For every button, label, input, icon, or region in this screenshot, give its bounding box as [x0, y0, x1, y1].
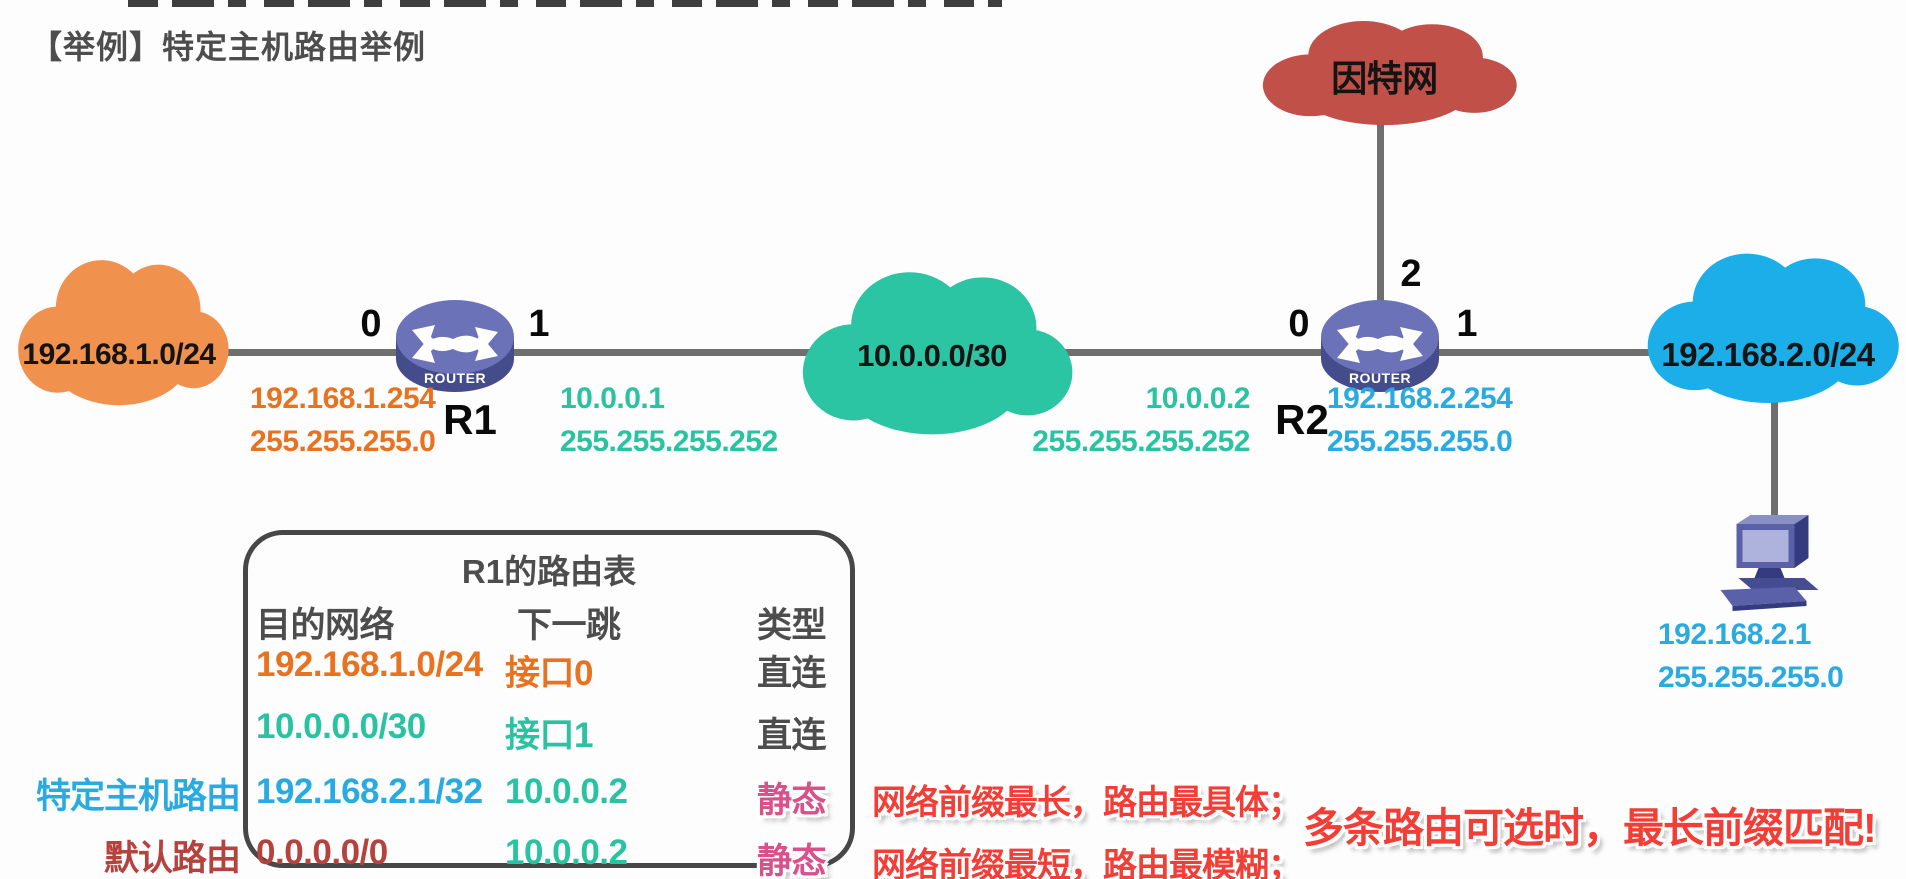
column-header-type: 类型 [757, 606, 827, 645]
cell-type: 直连 [757, 716, 827, 755]
cloud-icon [1647, 253, 1899, 403]
subnet-mask: 255.255.255.0 [1327, 425, 1513, 458]
cell-destination: 0.0.0.0/0 [256, 833, 388, 872]
ip-address: 10.0.0.2 [1145, 382, 1251, 415]
cell-destination: 10.0.0.0/30 [256, 707, 426, 746]
annotation-shortest-prefix: 网络前缀最短，路由最模糊； [872, 847, 1302, 879]
column-header-next-hop: 下一跳 [517, 606, 621, 645]
ip-address: 192.168.1.254 [250, 382, 436, 415]
cell-destination: 192.168.1.0/24 [256, 645, 483, 684]
ip-label-r2-if1: 192.168.2.254 255.255.255.0 [1327, 377, 1513, 463]
cell-destination: 192.168.2.1/32 [256, 772, 483, 811]
cell-next-hop: 接口1 [505, 716, 593, 755]
r1-interface-1: 1 [528, 303, 550, 345]
table-row: 192.168.1.0/24 接口0 直连 [248, 645, 850, 693]
table-row: 192.168.2.1/32 10.0.0.2 静态 [248, 772, 850, 820]
network-cloud-lan2: 192.168.2.0/24 [1632, 235, 1904, 410]
ip-label-host: 192.168.2.1 255.255.255.0 [1658, 613, 1844, 699]
computer-icon [1720, 515, 1819, 611]
network-cloud-wan: 10.0.0.0/30 [786, 252, 1078, 442]
cloud-lan1-label: 192.168.1.0/24 [22, 338, 216, 371]
cropped-text-strip [128, 0, 1002, 7]
host-computer-icon [1702, 508, 1842, 623]
table-row: 0.0.0.0/0 10.0.0.2 静态 [248, 833, 850, 879]
cloud-wan-label: 10.0.0.0/30 [857, 338, 1007, 373]
subnet-mask: 255.255.255.252 [560, 425, 778, 458]
network-cloud-internet: 因特网 [1247, 8, 1522, 130]
r1-interface-0: 0 [360, 303, 382, 345]
page-title: 【举例】特定主机路由举例 [30, 29, 427, 65]
r2-interface-2: 2 [1400, 253, 1422, 295]
cell-type: 静态 [757, 781, 827, 820]
ip-label-r2-if0: 10.0.0.2 255.255.255.252 [950, 377, 1250, 463]
ip-label-r1-if1: 10.0.0.1 255.255.255.252 [560, 377, 778, 463]
annotation-longest-prefix: 网络前缀最长，路由最具体； [872, 784, 1302, 822]
subnet-mask: 255.255.255.252 [1032, 425, 1250, 458]
ip-label-r1-if0: 192.168.1.254 255.255.255.0 [250, 377, 436, 463]
ip-address: 10.0.0.1 [560, 382, 665, 415]
router-icon: ROUTER [396, 300, 514, 392]
subnet-mask: 255.255.255.0 [1658, 661, 1844, 694]
router-r2: ROUTER [1318, 293, 1442, 397]
router-icon: ROUTER [1321, 300, 1439, 392]
cloud-lan2-label: 192.168.2.0/24 [1661, 336, 1875, 373]
column-header-destination: 目的网络 [256, 606, 395, 645]
cell-next-hop: 10.0.0.2 [505, 833, 628, 872]
annotation-conclusion: 多条路由可选时，最长前缀匹配! [1303, 805, 1877, 851]
row-tag-default-route: 默认路由 [103, 839, 241, 878]
row-tag-specific-host-route: 特定主机路由 [35, 777, 241, 816]
cell-next-hop: 10.0.0.2 [505, 772, 628, 811]
router-icon-text: ROUTER [1349, 370, 1411, 386]
r2-interface-1: 1 [1456, 303, 1478, 345]
link-internet-r2 [1377, 85, 1384, 352]
routing-table-title: R1的路由表 [461, 553, 637, 590]
router-r2-name: R2 [1275, 396, 1329, 443]
r2-interface-0: 0 [1288, 303, 1310, 345]
link-lan2-host [1771, 400, 1778, 535]
router-r1-name: R1 [443, 396, 497, 443]
cell-next-hop: 接口0 [505, 654, 593, 693]
cloud-icon [802, 272, 1073, 435]
router-icon-text: ROUTER [424, 370, 486, 386]
ip-address: 192.168.2.254 [1327, 382, 1513, 415]
cell-type: 直连 [757, 654, 827, 693]
subnet-mask: 255.255.255.0 [250, 425, 436, 458]
cloud-internet-label: 因特网 [1331, 58, 1438, 99]
ip-address: 192.168.2.1 [1658, 618, 1811, 651]
cloud-icon [1262, 21, 1517, 126]
table-row: 10.0.0.0/30 接口1 直连 [248, 707, 850, 755]
router-r1: ROUTER [393, 293, 517, 397]
network-cloud-lan1: 192.168.1.0/24 [5, 242, 233, 412]
routing-table: R1的路由表 目的网络 下一跳 类型 192.168.1.0/24 接口0 直连… [243, 530, 855, 879]
cell-type: 静态 [757, 842, 827, 879]
cloud-icon [18, 260, 229, 406]
